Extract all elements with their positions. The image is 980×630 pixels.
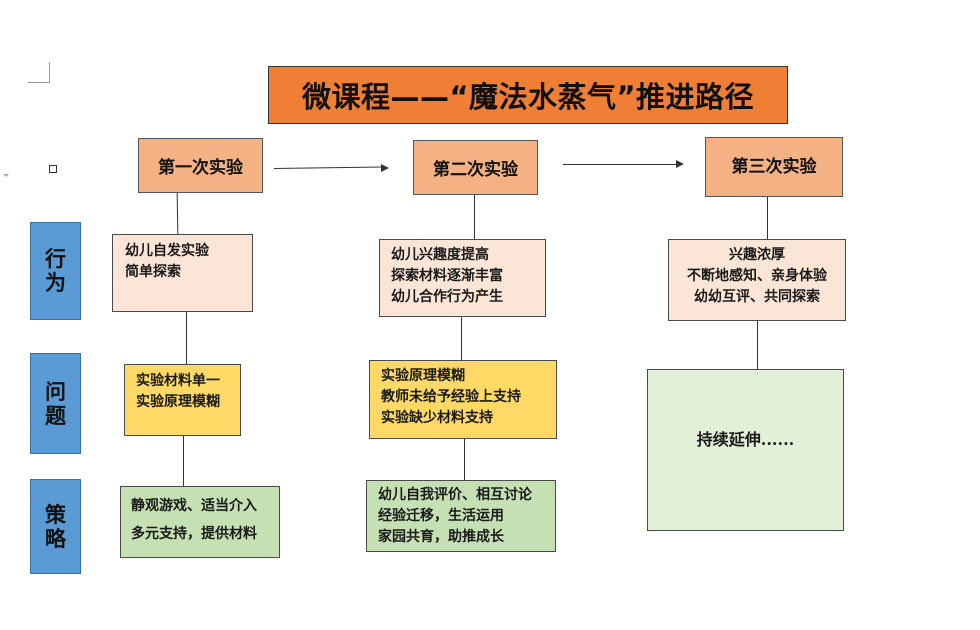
- behavior-line: 简单探索: [125, 264, 181, 280]
- side-label-char: 问: [45, 379, 66, 404]
- connector-line: [183, 436, 184, 486]
- side-label-char: 略: [45, 526, 66, 551]
- arrowhead-icon: [381, 164, 389, 172]
- strategy-line: 经验迁移，生活运用: [378, 508, 504, 524]
- behavior-box-1: 幼儿自发实验 简单探索: [112, 234, 253, 312]
- behavior-line: 幼幼互评、共同探索: [694, 289, 820, 305]
- side-label-char: 为: [45, 271, 66, 295]
- page-corner-mark: [28, 82, 50, 83]
- problem-line: 教师未给予经验上支持: [381, 389, 521, 405]
- stage-3-box: 第三次实验: [705, 137, 843, 197]
- problem-box-2: 实验原理模糊 教师未给予经验上支持 实验缺少材料支持: [369, 360, 557, 439]
- side-label-char: 题: [45, 403, 66, 428]
- connector-line: [767, 197, 768, 239]
- page-corner-mark-vertical: [49, 62, 50, 83]
- strategy-box-2: 幼儿自我评价、相互讨论 经验迁移，生活运用 家园共育，助推成长: [366, 480, 556, 552]
- connector-line: [176, 192, 179, 236]
- arrow-stage2-to-stage3: [563, 164, 677, 165]
- arrow-stage1-to-stage2: [273, 166, 382, 169]
- connector-line: [474, 195, 475, 239]
- behavior-line: 探索材料逐渐丰富: [391, 268, 503, 284]
- problem-line: 实验缺少材料支持: [381, 410, 493, 426]
- stage-2-box: 第二次实验: [413, 140, 538, 195]
- strategy-line: 多元支持，提供材料: [131, 526, 257, 542]
- behavior-line: 幼儿自发实验: [125, 243, 209, 259]
- side-label-char: 策: [45, 502, 66, 527]
- problem-line: 实验原理模糊: [381, 368, 465, 384]
- arrowhead-icon: [676, 160, 684, 168]
- continue-box: 持续延伸......: [647, 369, 844, 531]
- side-label-char: 行: [45, 247, 66, 271]
- problem-line: 实验原理模糊: [136, 394, 220, 410]
- connector-line: [186, 312, 187, 364]
- side-label-strategy: 策 略: [30, 479, 81, 574]
- collapse-triangle-icon: [3, 174, 9, 177]
- continue-text: 持续延伸......: [696, 429, 795, 449]
- behavior-line: 兴趣浓厚: [729, 247, 785, 263]
- connector-line: [757, 321, 758, 369]
- strategy-line: 幼儿自我评价、相互讨论: [378, 487, 532, 503]
- connector-line: [461, 317, 462, 360]
- diagram-title: 微课程——“魔法水蒸气”推进路径: [268, 66, 788, 124]
- problem-line: 实验材料单一: [136, 373, 220, 389]
- strategy-line: 静观游戏、适当介入: [131, 498, 257, 514]
- behavior-line: 幼儿合作行为产生: [391, 289, 503, 305]
- anchor-square-icon: [49, 165, 57, 173]
- behavior-box-3: 兴趣浓厚 不断地感知、亲身体验 幼幼互评、共同探索: [668, 239, 846, 321]
- side-label-problem: 问 题: [30, 353, 81, 454]
- stage-1-box: 第一次实验: [138, 138, 263, 193]
- side-label-behavior: 行 为: [30, 222, 81, 320]
- behavior-box-2: 幼儿兴趣度提高 探索材料逐渐丰富 幼儿合作行为产生: [379, 239, 546, 317]
- strategy-line: 家园共育，助推成长: [378, 529, 504, 545]
- strategy-box-1: 静观游戏、适当介入 多元支持，提供材料: [120, 486, 280, 558]
- behavior-line: 不断地感知、亲身体验: [687, 268, 827, 284]
- behavior-line: 幼儿兴趣度提高: [391, 247, 489, 263]
- problem-box-1: 实验材料单一 实验原理模糊: [124, 364, 241, 436]
- connector-line: [464, 439, 465, 480]
